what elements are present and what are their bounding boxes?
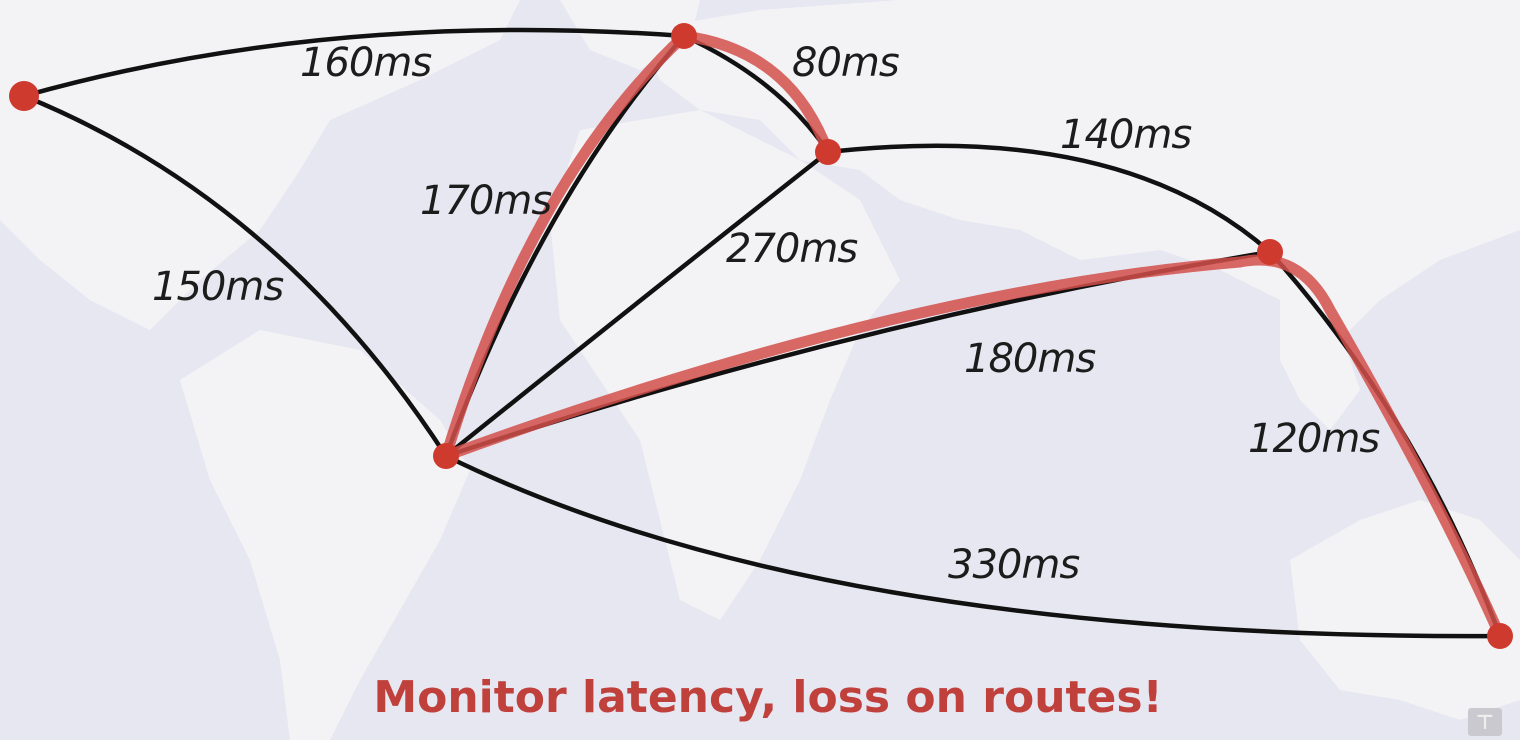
diagram-caption: Monitor latency, loss on routes!	[373, 672, 1162, 723]
label-120ms: 120ms	[1248, 416, 1379, 462]
label-150ms: 150ms	[152, 264, 283, 310]
route-south-america-east-asia-australia	[440, 254, 1506, 642]
link-160ms	[21, 27, 687, 99]
highlighted-routes	[440, 30, 1506, 642]
watermark-glyph: ⊤	[1475, 710, 1495, 734]
north-america-landmass	[0, 0, 520, 330]
link-150ms	[21, 93, 449, 459]
label-140ms: 140ms	[1060, 112, 1191, 158]
latency-labels: 160ms 80ms 140ms 170ms 270ms 150ms 180ms…	[152, 40, 1380, 588]
link-330ms	[443, 453, 1503, 639]
south-america-landmass	[180, 330, 470, 740]
node-north-america	[9, 81, 39, 111]
node-europe	[671, 23, 697, 49]
watermark-logo: ⊤	[1468, 708, 1502, 736]
node-middle-east	[815, 139, 841, 165]
label-330ms: 330ms	[948, 542, 1079, 588]
route-south-america-europe-middle-east	[440, 30, 834, 462]
network-nodes	[9, 23, 1513, 649]
node-east-asia	[1257, 239, 1283, 265]
label-270ms: 270ms	[726, 226, 857, 272]
link-270ms	[443, 149, 831, 459]
label-170ms: 170ms	[420, 178, 551, 224]
label-80ms: 80ms	[792, 40, 899, 86]
label-160ms: 160ms	[300, 40, 431, 86]
label-180ms: 180ms	[964, 336, 1095, 382]
node-australia	[1487, 623, 1513, 649]
link-140ms	[825, 143, 1273, 255]
node-south-america	[433, 443, 459, 469]
eurasia-landmass	[640, 0, 1520, 350]
